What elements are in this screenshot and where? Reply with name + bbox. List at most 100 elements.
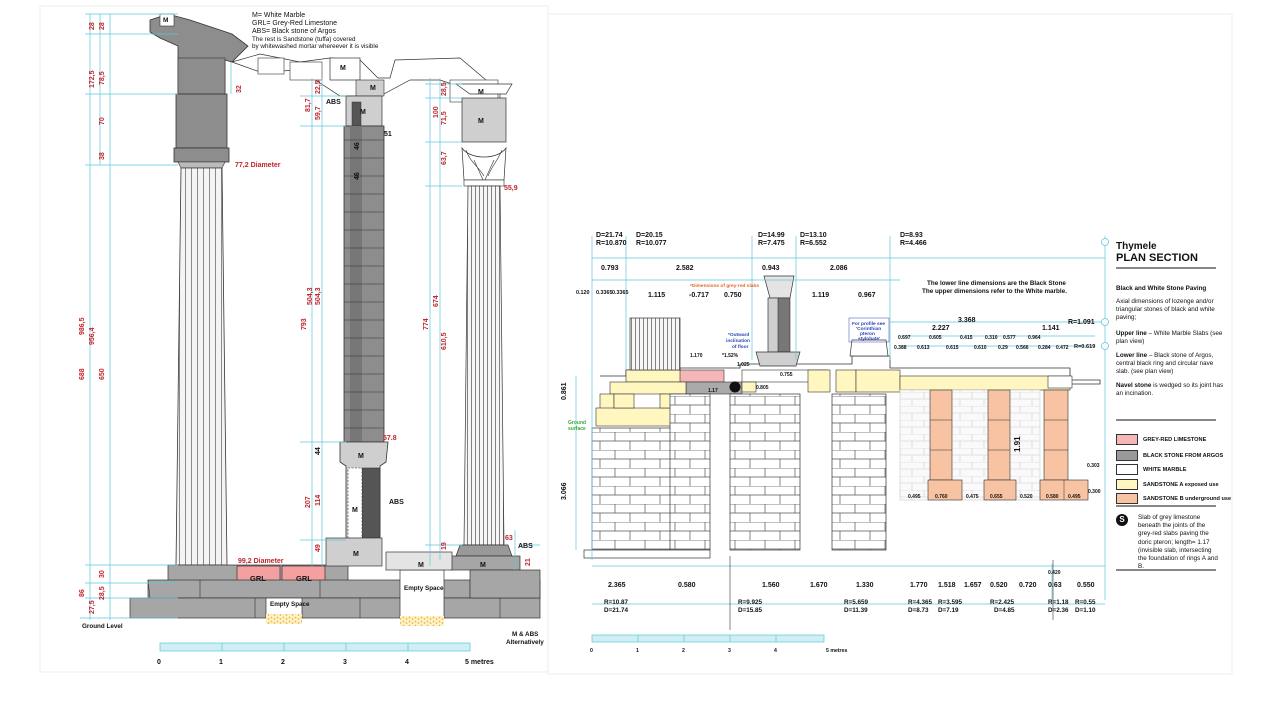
small-dim-5: 0.964 [1028, 335, 1041, 341]
swatch-label-black-argos: BLACK STONE FROM ARGOS [1143, 452, 1224, 459]
side-0303: 0.303 [1087, 463, 1100, 469]
note-outward-3: of floor [732, 344, 749, 350]
plan-row2-6: 1.119 [812, 292, 829, 299]
plan-row2-3: 1.115 [648, 292, 665, 299]
lower-line-bold: Lower line [1116, 352, 1148, 359]
elev-scale-2: 2 [281, 659, 285, 666]
swatch-box-black-argos [1116, 450, 1138, 461]
small-dim-8: 0.615 [946, 345, 959, 351]
bottom-r-5: R=2.425 [990, 599, 1014, 606]
swatch-grey-red: GREY-RED LIMESTONE [1116, 434, 1206, 445]
bottom-d-1: D=15.85 [738, 607, 762, 614]
plan-row2-1: 0.3365 [596, 290, 613, 296]
plan-r-4: R=6.552 [800, 240, 827, 247]
s-slab-marker [729, 381, 741, 393]
dim-44: 44 [315, 447, 322, 455]
dim-637: 63,7 [441, 151, 448, 165]
plan-d-5: D=8.93 [900, 232, 923, 239]
bottom-d-5: D=4.85 [994, 607, 1015, 614]
lower-line-note: Lower line – Black stone of Argos, centr… [1116, 352, 1224, 377]
m-label-col3-abacus: M [478, 89, 484, 96]
dim-32: 32 [236, 85, 243, 93]
bottom-d-7: D=1.10 [1075, 607, 1096, 614]
dim-817: 81,7 [305, 98, 312, 112]
small-dim-7: 0.613 [917, 345, 930, 351]
bottom-r-0: R=10.87 [604, 599, 628, 606]
dim-785: 78,5 [99, 71, 106, 85]
bottom-r-7: R=0.55 [1075, 599, 1096, 606]
dim-9865: 986,5 [79, 317, 86, 335]
bottom-d-0: D=21.74 [604, 607, 628, 614]
small-bottom-3: 0.655 [990, 494, 1003, 500]
m-label-ent1: M [340, 65, 346, 72]
dim-38: 38 [99, 152, 106, 160]
plan-row2-7: 0.967 [858, 292, 876, 299]
plan-d-3: D=14.99 [758, 232, 785, 239]
ground-level: Ground Level [82, 623, 123, 630]
bottom-r-6: R=1.18 [1048, 599, 1069, 606]
plan-d-2: D=20.15 [636, 232, 663, 239]
navel-stone-text: is wedged so its joint has an incination… [1116, 382, 1224, 398]
note-outward-2: inclination [726, 338, 750, 344]
plan-row1-2: 0.943 [762, 265, 780, 272]
elevation-text: M= White Marble GRL= Grey-Red Limestone … [79, 12, 544, 666]
small-dim-12: 0.284 [1038, 345, 1051, 351]
m-label-col3-base: M [480, 562, 486, 569]
bottom-d-6: D=2.36 [1048, 607, 1069, 614]
m-label-col2-base: M [358, 453, 364, 460]
bottom-6: 1.518 [938, 582, 956, 589]
mid-117: 1.17 [708, 388, 718, 394]
elev-scale-5: 5 metres [465, 659, 494, 666]
plan-row2-2: 0.3365 [612, 290, 629, 296]
plan-row2-4: -0.717 [689, 292, 709, 299]
plan-section-drawing [583, 275, 1101, 559]
dim-688: 688 [79, 368, 86, 380]
mid-0805: 0.805 [756, 385, 769, 391]
bottom-8: 0.520 [990, 582, 1008, 589]
bottom-7: 1.657 [964, 582, 982, 589]
elev-scale-0: 0 [157, 659, 161, 666]
plan-scale-5: 5 metres [826, 648, 847, 654]
dim-9564: 956,4 [89, 327, 96, 345]
dim-225: 22,5 [315, 80, 322, 94]
elev-scale-1: 1 [219, 659, 223, 666]
label-578: 57.8 [383, 435, 397, 442]
dim-114: 114 [315, 495, 322, 506]
dim-207: 207 [305, 496, 312, 508]
dim-70: 70 [99, 117, 106, 125]
swatch-box-sandstone-a [1116, 479, 1138, 490]
sidebar-title: Thymele PLAN SECTION [1116, 241, 1198, 264]
note-profile-3: pteron [860, 331, 875, 337]
bottom-r-4: R=3.595 [938, 599, 962, 606]
note-profile-2: 'Corinthian [856, 326, 881, 332]
right-dim-r0619: R=0.619 [1074, 344, 1095, 350]
plan-text: D=21.74 R=10.870 D=20.15 R=10.077 D=14.9… [561, 232, 1101, 654]
plan-r-3: R=7.475 [758, 240, 785, 247]
dim-46-b: 46 [354, 172, 361, 180]
dim-49: 49 [315, 544, 322, 552]
swatch-box-grey-red [1116, 434, 1138, 445]
dim-597: 59,7 [315, 106, 322, 120]
legend-line-3: ABS= Black stone of Argos [252, 28, 336, 35]
abs-label-top: ABS [326, 99, 341, 106]
s-symbol: S [1116, 514, 1128, 526]
diameter-base: 99,2 Diameter [238, 558, 284, 565]
m-label-col2-cap: M [360, 109, 366, 116]
s-slab-note: Slab of grey limestone beneath the joint… [1138, 514, 1218, 571]
swatch-black-argos: BLACK STONE FROM ARGOS [1116, 450, 1223, 461]
plan-scale-bar [591, 634, 825, 643]
plan-r-5: R=4.466 [900, 240, 927, 247]
small-dim-13: 0.472 [1056, 345, 1069, 351]
lower-line-text: – Black stone of Argos, central black ri… [1116, 352, 1214, 376]
plan-d-1: D=21.74 [596, 232, 623, 239]
small-dim-0: 0.697 [898, 335, 911, 341]
dim-774: 774 [423, 318, 430, 330]
bottom-10: 0.63 [1048, 582, 1062, 589]
dim-5043-a: 504,3 [307, 287, 314, 305]
plan-scale-1: 1 [636, 648, 639, 654]
note-outward-1: *Outward [728, 332, 749, 338]
swatch-sandstone-b: SANDSTONE B underground use [1116, 493, 1231, 504]
swatch-label-sandstone-a: SANDSTONE A exposed use [1143, 481, 1219, 488]
interior-column [325, 95, 389, 567]
